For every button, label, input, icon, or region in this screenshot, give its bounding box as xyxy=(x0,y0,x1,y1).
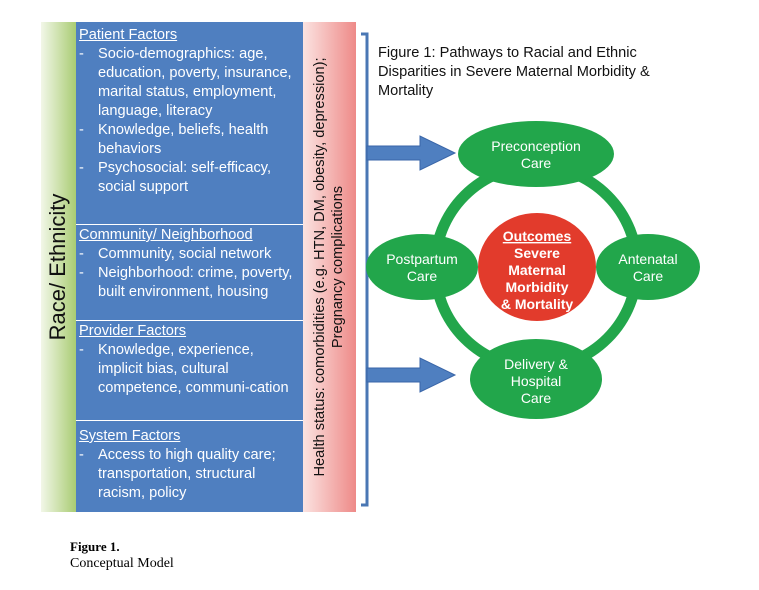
provider-factors-section: Provider Factors Knowledge, experience, … xyxy=(79,322,301,398)
arrow-to-preconception xyxy=(366,135,457,171)
arrow-to-delivery xyxy=(366,357,457,393)
postpartum-node: Postpartum Care xyxy=(366,234,478,300)
system-factors-section: System Factors Access to high quality ca… xyxy=(79,427,301,503)
delivery-line2: Hospital xyxy=(511,373,562,389)
community-heading: Community/ Neighborhood xyxy=(79,227,253,243)
patient-factors-section: Patient Factors Socio-demographics: age,… xyxy=(79,26,301,197)
section-divider xyxy=(76,320,303,321)
patient-factors-heading: Patient Factors xyxy=(79,27,178,43)
community-item: Neighborhood: crime, poverty, built envi… xyxy=(79,264,301,302)
delivery-line1: Delivery & xyxy=(504,356,568,372)
delivery-line3: Care xyxy=(521,390,552,406)
outcomes-node: Outcomes Severe Maternal Morbidity & Mor… xyxy=(478,213,596,321)
preconception-line2: Care xyxy=(521,155,552,171)
section-divider xyxy=(76,224,303,225)
outcome-line: & Mortality xyxy=(501,296,574,312)
provider-factor-item: Knowledge, experience, implicit bias, cu… xyxy=(79,341,301,398)
patient-factor-item: Psychosocial: self-efficacy, social supp… xyxy=(79,159,301,197)
community-item: Community, social network xyxy=(79,245,301,264)
caption-text: Conceptual Model xyxy=(70,556,174,571)
outcome-line: Maternal xyxy=(508,262,566,278)
delivery-node: Delivery & Hospital Care xyxy=(470,339,602,419)
preconception-line1: Preconception xyxy=(491,138,581,154)
race-ethnicity-bar xyxy=(41,22,76,512)
patient-factor-item: Socio-demographics: age, education, pove… xyxy=(79,45,301,121)
community-section: Community/ Neighborhood Community, socia… xyxy=(79,226,301,302)
preconception-node: Preconception Care xyxy=(458,121,614,187)
antenatal-line2: Care xyxy=(633,268,664,284)
outcome-line: Severe xyxy=(514,245,560,261)
system-factor-item: Access to high quality care; transportat… xyxy=(79,446,301,503)
postpartum-line1: Postpartum xyxy=(386,251,458,267)
outcome-line: Morbidity xyxy=(506,279,569,295)
antenatal-line1: Antenatal xyxy=(618,251,677,267)
health-status-bar xyxy=(303,22,356,512)
provider-factors-heading: Provider Factors xyxy=(79,323,187,339)
section-divider xyxy=(76,420,303,421)
patient-factor-item: Knowledge, beliefs, health behaviors xyxy=(79,121,301,159)
figure-title: Figure 1: Pathways to Racial and Ethnic … xyxy=(378,45,650,99)
caption-title: Figure 1. xyxy=(70,539,120,554)
antenatal-node: Antenatal Care xyxy=(596,234,700,300)
bracket xyxy=(361,32,369,507)
postpartum-line2: Care xyxy=(407,268,438,284)
system-factors-heading: System Factors xyxy=(79,428,181,444)
outcomes-heading: Outcomes xyxy=(503,228,572,244)
